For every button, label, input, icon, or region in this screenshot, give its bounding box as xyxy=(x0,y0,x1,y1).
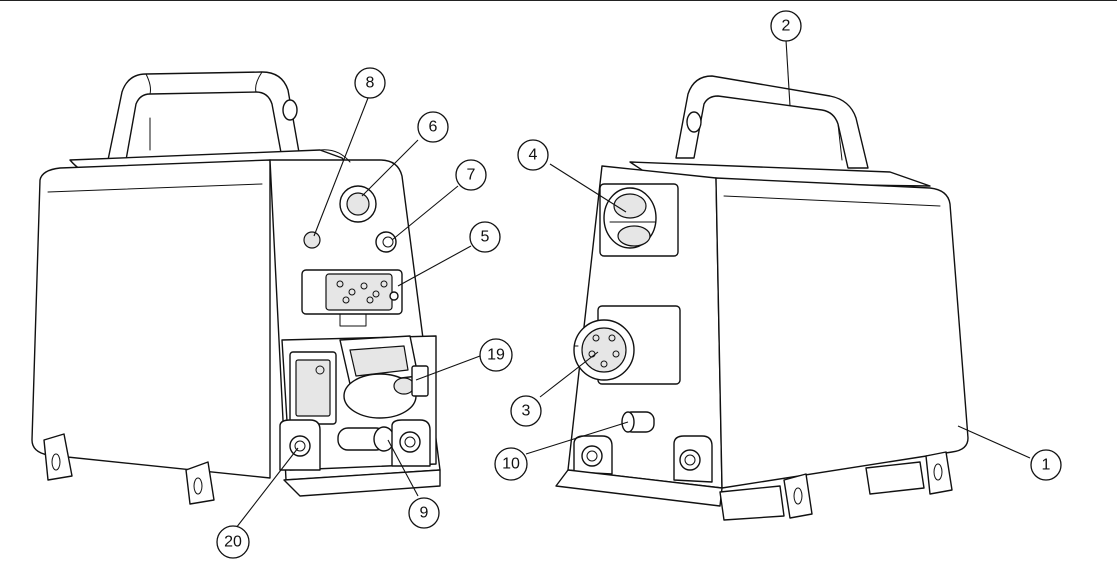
multipin-connector xyxy=(301,269,403,327)
socket-block xyxy=(289,351,337,425)
callout-6: 6 xyxy=(417,111,449,143)
callout-19-label: 19 xyxy=(487,347,505,364)
callout-7: 7 xyxy=(455,159,487,191)
cylinder-fitting xyxy=(337,426,395,452)
callout-8-label: 8 xyxy=(366,75,375,92)
rotary-switch xyxy=(599,183,679,257)
right-feet xyxy=(555,435,953,521)
small-connector xyxy=(375,231,397,253)
callout-20-label: 20 xyxy=(224,534,242,551)
callout-10: 10 xyxy=(494,447,528,481)
left-unit xyxy=(31,71,441,505)
callout-2: 2 xyxy=(770,10,802,42)
callout-20: 20 xyxy=(216,525,250,559)
callout-9: 9 xyxy=(408,497,440,529)
callout-1: 1 xyxy=(1030,449,1062,481)
power-connector xyxy=(573,305,681,385)
right-handle xyxy=(675,75,869,169)
round-button xyxy=(339,185,377,223)
callout-5: 5 xyxy=(469,221,501,253)
top-rule xyxy=(0,0,1117,1)
callout-5-label: 5 xyxy=(481,229,490,246)
callout-3: 3 xyxy=(510,395,542,427)
callout-6-label: 6 xyxy=(429,119,438,136)
hinged-cover xyxy=(339,335,429,419)
callout-7-label: 7 xyxy=(467,167,476,184)
callout-9-label: 9 xyxy=(420,505,429,522)
callout-8: 8 xyxy=(354,67,386,99)
callout-1-label: 1 xyxy=(1042,457,1051,474)
callout-3-label: 3 xyxy=(522,403,531,420)
callout-2-label: 2 xyxy=(782,18,791,35)
leader-lines xyxy=(235,39,1031,529)
callout-4: 4 xyxy=(517,139,549,171)
left-handle xyxy=(107,71,301,161)
callout-4-label: 4 xyxy=(529,147,538,164)
callout-10-label: 10 xyxy=(502,456,520,473)
right-unit xyxy=(555,75,969,521)
callout-19: 19 xyxy=(479,338,513,372)
indicator-light xyxy=(303,231,321,249)
